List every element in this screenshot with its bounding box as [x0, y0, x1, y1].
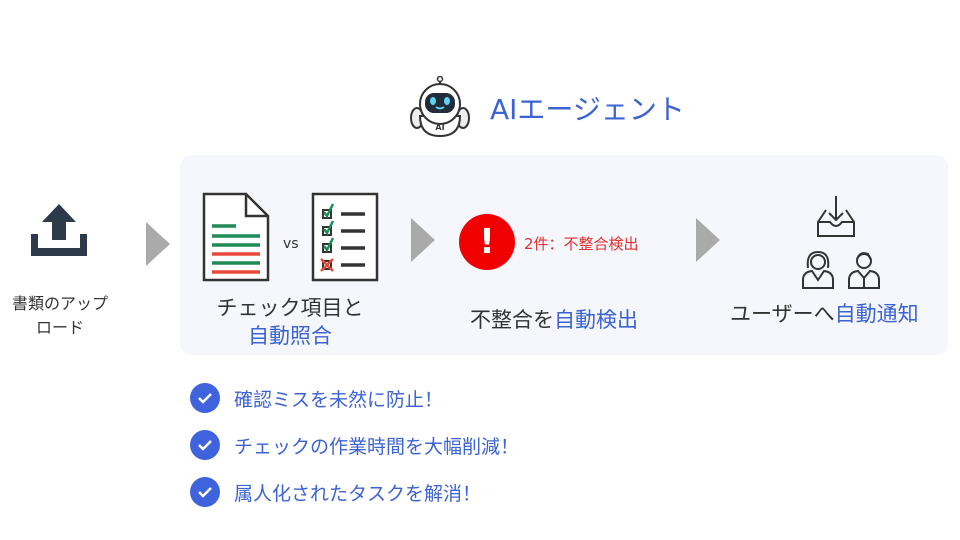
upload-label-1: 書類のアップ — [11, 294, 108, 313]
robot-icon: AI — [408, 75, 472, 142]
inbox-icon — [814, 194, 858, 242]
step1-label-2: 自動照合 — [248, 324, 332, 348]
alert-icon: ! — [459, 214, 515, 270]
robot-badge: AI — [435, 123, 444, 132]
benefit-item: 属人化されたタスクを解消！ — [190, 477, 481, 507]
step3-label-accent: 自動通知 — [834, 302, 919, 326]
check-circle-icon — [190, 430, 220, 460]
step2-label-accent: 自動検出 — [554, 308, 638, 332]
step3-label: ユーザーへ自動通知 — [730, 298, 950, 328]
step2-label: 不整合を自動検出 — [470, 304, 670, 334]
agent-title: AIエージェント — [490, 93, 685, 126]
benefit-item: チェックの作業時間を大幅削減！ — [190, 430, 519, 460]
arrow-icon — [146, 222, 170, 266]
step1-label-1: チェック項目と — [216, 296, 364, 320]
benefit-text: 属人化されたタスクを解消！ — [234, 482, 482, 505]
upload-icon — [28, 202, 90, 264]
step2-label-plain: 不整合を — [470, 308, 554, 332]
arrow-icon — [696, 218, 720, 262]
benefit-item: 確認ミスを未然に防止！ — [190, 383, 443, 413]
users-icon — [800, 248, 884, 294]
check-circle-icon — [190, 477, 220, 507]
document-icon — [202, 192, 270, 286]
upload-label-2: ロード — [35, 318, 84, 337]
arrow-icon — [411, 218, 435, 262]
checklist-icon — [311, 192, 379, 286]
mismatch-count: 2件：不整合検出 — [524, 235, 639, 253]
step3-label-plain: ユーザーへ — [730, 302, 835, 326]
check-circle-icon — [190, 383, 220, 413]
vs-label: vs — [283, 236, 299, 252]
benefit-text: 確認ミスを未然に防止！ — [234, 388, 444, 411]
benefit-text: チェックの作業時間を大幅削減！ — [234, 435, 520, 458]
